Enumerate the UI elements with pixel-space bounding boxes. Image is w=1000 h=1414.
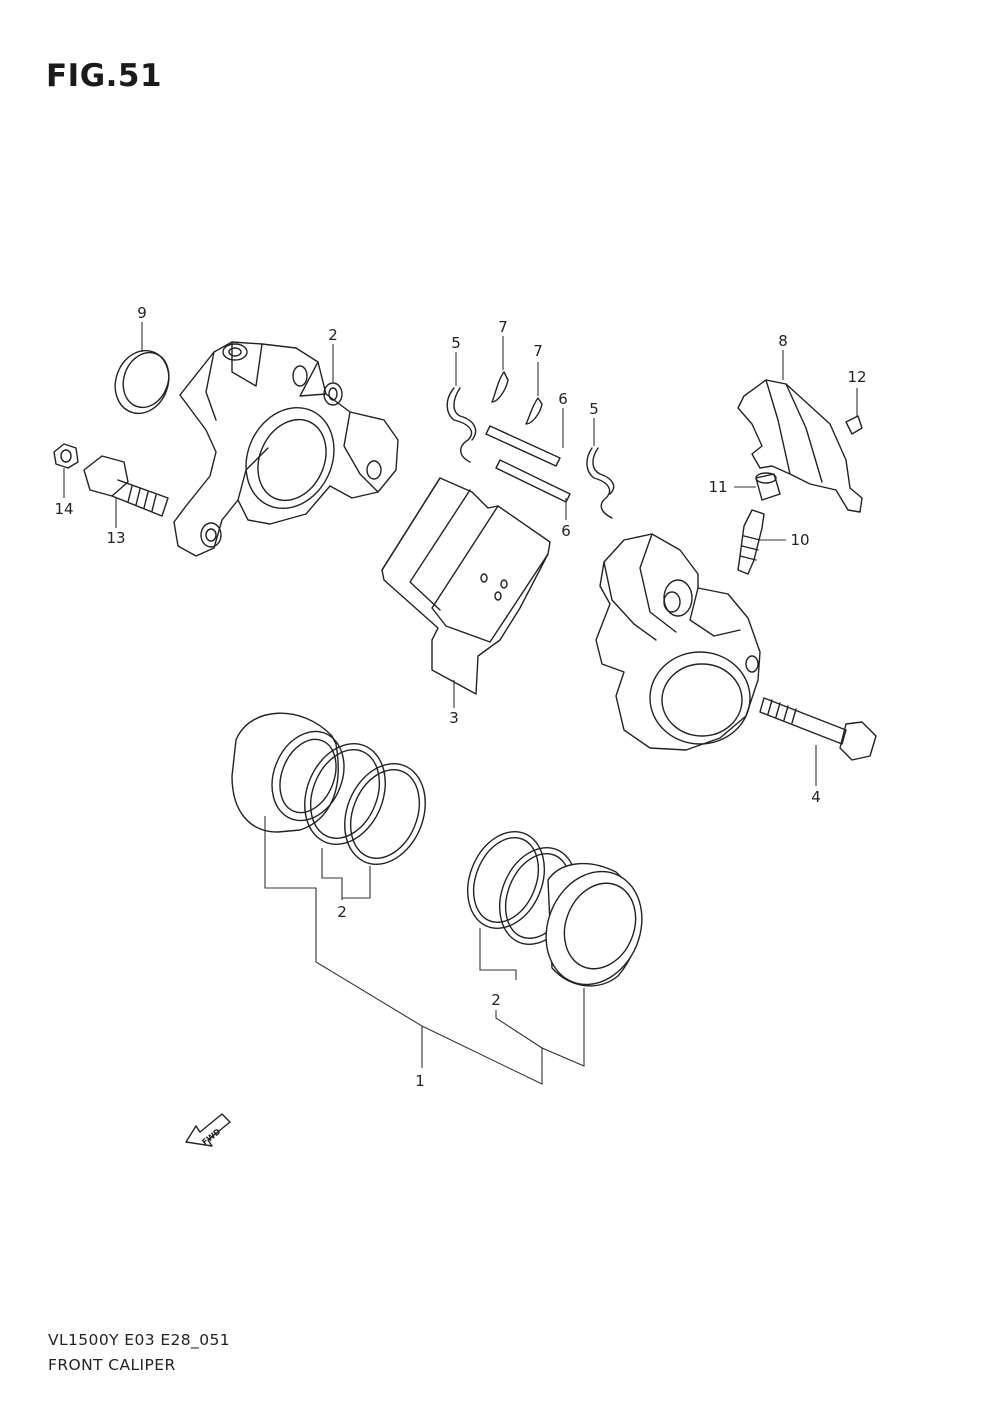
callout-4: 4 [811,788,821,806]
callout-7-b: 7 [533,342,543,360]
seal-left-outer [304,743,386,845]
part-2-seal-top [323,344,343,406]
part-9-cap [114,322,170,415]
callout-11: 11 [708,478,727,496]
part-12-screw [845,388,863,435]
figure-title: FIG.51 [46,58,163,94]
part-11-bleeder-cap [734,472,781,501]
part-6-pin-b [495,459,571,520]
callout-7-a: 7 [498,318,508,336]
piston-right [545,862,643,987]
footer-part-name: FRONT CALIPER [48,1356,176,1374]
group-bracket-lines [264,816,585,1085]
part-6-pin-a [485,408,564,467]
callout-1: 1 [415,1072,425,1090]
callout-8: 8 [778,332,788,350]
callout-9: 9 [137,304,147,322]
callout-2-right: 2 [491,991,501,1009]
part-13-bolt [83,455,169,528]
part-4-caliper-bolt [759,697,877,786]
fwd-arrow-icon: FWD [185,1113,231,1147]
part-14-nut [53,443,79,498]
callout-2-top: 2 [328,326,338,344]
part-7-clip-b [525,362,543,425]
callout-6-b: 6 [561,522,571,540]
seal-right-outer [467,831,545,929]
piston-left [231,712,345,833]
part-10-bleeder-valve [737,509,786,575]
seal-left-inner [344,763,426,865]
part-8-pad-cover [737,350,863,513]
part-5-spring-left [446,352,477,463]
callout-5-left: 5 [451,334,461,352]
callout-10: 10 [790,531,809,549]
caliper-body [595,533,761,751]
callout-2-mid: 2 [337,903,347,921]
callout-6-a: 6 [558,390,568,408]
footer-model-code: VL1500Y E03 E28_051 [48,1331,230,1349]
caliper-bracket [173,341,399,557]
callout-5-right: 5 [589,400,599,418]
part-7-clip-a [491,336,509,403]
callout-14: 14 [54,500,73,518]
part-5-spring-right [586,418,615,519]
part-3-brake-pads [381,477,551,708]
callout-12: 12 [847,368,866,386]
callout-3: 3 [449,709,459,727]
callout-13: 13 [106,529,125,547]
